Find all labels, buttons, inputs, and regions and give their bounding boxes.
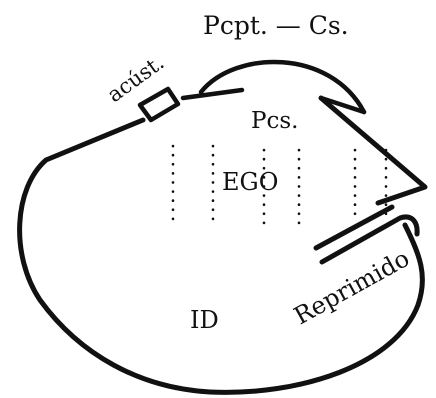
label-acoustic: acúst.: [103, 50, 169, 107]
acoustic-cap: [137, 86, 181, 123]
repressed-barrier-upper: [313, 204, 395, 251]
dome-base-left: [180, 87, 245, 101]
repressed-barrier-lower: [319, 214, 420, 265]
pcpt-cs-dome: [198, 59, 367, 115]
label-preconscious: Pcs.: [251, 108, 298, 134]
label-repressed: Reprimido: [289, 244, 414, 330]
dome-base-right: [318, 95, 367, 115]
label-id: ID: [190, 306, 219, 334]
psyche-outline: [17, 117, 425, 395]
psyche-outline-upper: [318, 95, 428, 206]
label-perception-consciousness: Pcpt. — Cs.: [203, 11, 349, 40]
label-ego: EGO: [222, 168, 278, 196]
